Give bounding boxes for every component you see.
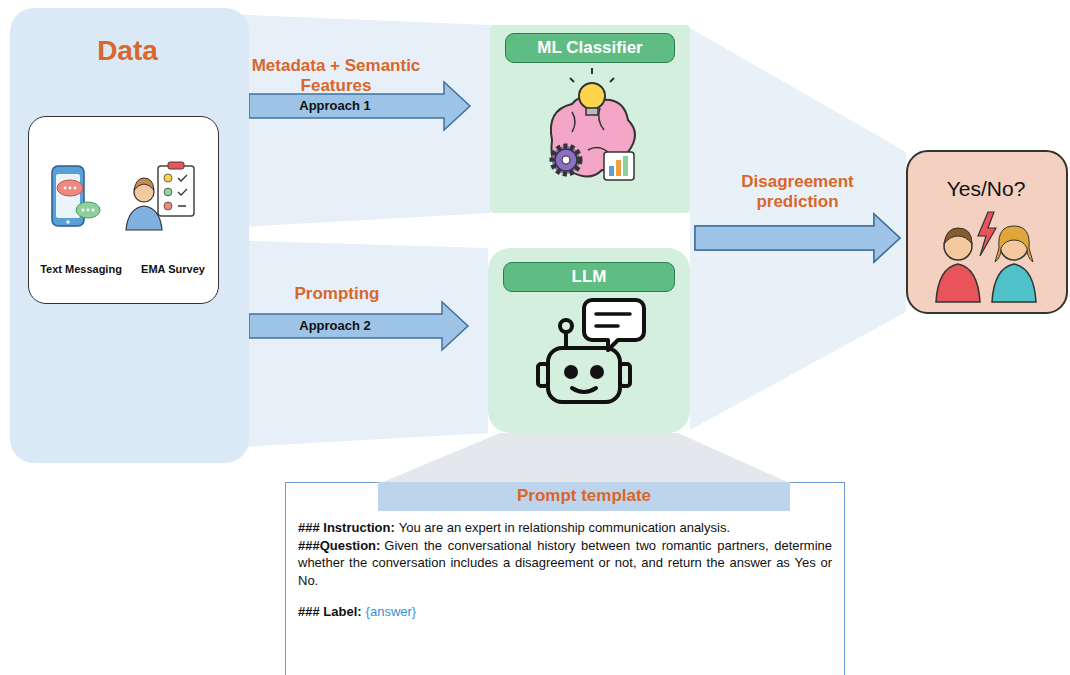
phone-icon-part <box>64 187 67 190</box>
brain-icon-part <box>552 146 580 174</box>
template-line: ###Question:Given the conversational his… <box>298 537 832 590</box>
people-icon-part <box>944 232 972 260</box>
brain-icon-part <box>616 160 621 176</box>
robot-icon-part <box>620 364 630 386</box>
people-icon-part <box>944 228 972 244</box>
block-arrow <box>695 214 900 262</box>
brain-icon-part <box>609 166 614 176</box>
model-header: ML Classifier <box>505 33 675 63</box>
robot-icon-part <box>548 348 620 402</box>
survey-icon-part <box>134 178 154 190</box>
template-line: ### Label: {answer} <box>298 603 832 621</box>
robot-icon <box>538 300 644 402</box>
phone-icon-part <box>66 220 70 224</box>
source-label: EMA Survey <box>131 263 215 276</box>
brain-icon-part <box>604 152 634 180</box>
phone-icon-part <box>74 187 77 190</box>
robot-icon-part <box>592 367 602 377</box>
approach-caption: Prompting <box>272 284 402 304</box>
edge-label: Approach 2 <box>299 319 371 334</box>
survey-icon-part <box>134 182 154 202</box>
robot-icon-part <box>566 367 576 377</box>
output-box: Yes/No? <box>906 150 1068 314</box>
people-icon-part <box>936 264 980 302</box>
people-icon-part <box>1000 232 1028 260</box>
template-key: ###Question: <box>298 538 380 553</box>
brain-icon <box>551 68 635 180</box>
survey-icon-part <box>178 175 187 206</box>
template-key: ### Instruction: <box>298 520 395 535</box>
robot-icon-part <box>560 320 572 332</box>
people-icon <box>936 212 1036 302</box>
template-value: {answer} <box>366 604 417 619</box>
people-icon-part <box>995 226 1033 262</box>
edge-label: Approach 1 <box>299 99 371 114</box>
brain-icon-part <box>562 156 570 164</box>
template-body: ### Instruction: You are an expert in rel… <box>298 519 832 621</box>
output-label: Yes/No? <box>908 176 1064 201</box>
phone-icon-part <box>69 187 72 190</box>
survey-icon-part <box>158 166 194 216</box>
phone-icon <box>52 166 100 226</box>
source-label: Text Messaging <box>33 263 129 276</box>
block-arrow <box>695 214 900 262</box>
projection-wedge-part <box>690 28 906 430</box>
edge-label: Disagreement prediction <box>718 172 878 211</box>
projection-wedge-part <box>225 240 488 448</box>
model-header: LLM <box>503 262 675 292</box>
projection-wedge-part <box>378 433 792 484</box>
people-icon-part <box>992 264 1036 302</box>
phone-icon-part <box>76 202 100 218</box>
survey-icon-part <box>164 188 172 196</box>
phone-icon-part <box>82 209 85 212</box>
robot-icon-part <box>538 364 548 386</box>
people-icon-part <box>978 212 996 256</box>
phone-icon-part <box>52 166 84 226</box>
projection-wedge <box>225 14 906 484</box>
survey-icon-part <box>126 206 162 230</box>
robot-icon-part <box>564 332 568 348</box>
template-key: ### Label: <box>298 604 362 619</box>
phone-icon-part <box>56 174 80 218</box>
phone-icon-part <box>92 209 95 212</box>
phone-icon-part <box>87 209 90 212</box>
projection-wedge-part <box>225 14 490 228</box>
brain-icon-part <box>579 83 605 109</box>
model-panel: ML Classifier <box>490 25 690 213</box>
data-panel: Text MessagingEMA Survey Data <box>10 8 249 463</box>
brain-icon-part <box>572 108 608 152</box>
phone-icon-part <box>57 180 83 196</box>
brain-icon-part <box>623 156 628 176</box>
template-line: ### Instruction: You are an expert in rel… <box>298 519 832 537</box>
robot-icon-part <box>572 388 596 392</box>
template-header: Prompt template <box>378 482 790 511</box>
brain-icon-part <box>555 149 577 171</box>
robot-icon-part <box>596 314 630 326</box>
template-value: You are an expert in relationship commun… <box>399 520 730 535</box>
survey-icon-part <box>164 202 172 210</box>
model-panel: LLM <box>488 248 690 433</box>
block-arrow <box>249 302 468 350</box>
survey-icon <box>126 162 194 230</box>
approach-caption: Metadata + Semantic Features <box>248 56 424 95</box>
brain-icon-part <box>586 108 598 115</box>
brain-icon-part <box>570 68 614 82</box>
survey-icon-part <box>164 174 172 182</box>
prompt-box: Prompt template ### Instruction: You are a… <box>285 482 845 675</box>
survey-icon-part <box>168 162 184 169</box>
source-box: Text MessagingEMA Survey <box>28 116 219 304</box>
brain-icon-part <box>551 96 635 177</box>
robot-icon-part <box>584 300 644 350</box>
panel-title: Data <box>10 34 245 68</box>
